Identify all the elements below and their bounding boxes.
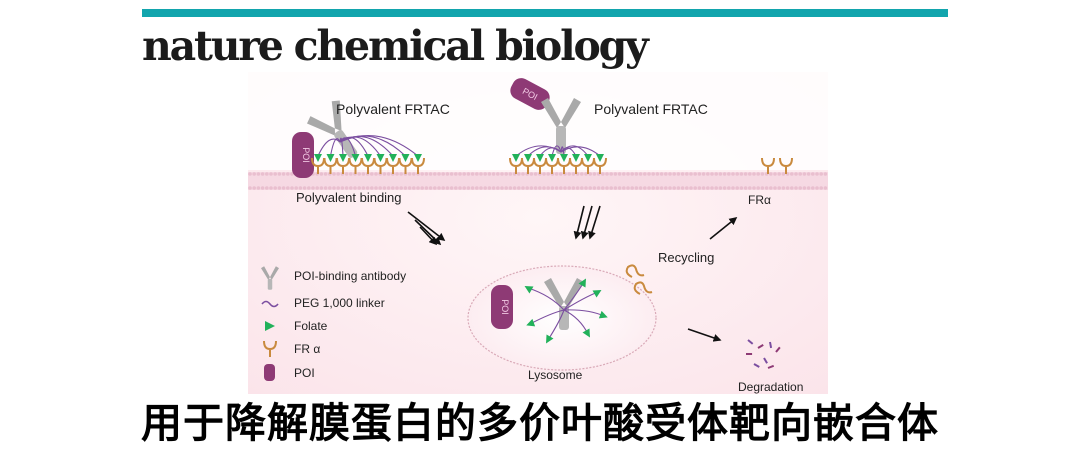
linkers-left <box>317 135 419 157</box>
svg-text:Folate: Folate <box>294 319 328 333</box>
caption-chinese: 用于降解膜蛋白的多价叶酸受体靶向嵌合体 <box>141 399 939 447</box>
poi-lysosome: POI <box>491 285 513 329</box>
frtac-left: POI Polyvalent FRTAC <box>292 100 450 178</box>
label-degradation: Degradation <box>738 380 803 394</box>
legend: POI-binding antibody PEG 1,000 linker Fo… <box>261 266 406 381</box>
legend-item-linker: PEG 1,000 linker <box>261 296 385 310</box>
svg-text:POI-binding antibody: POI-binding antibody <box>294 269 406 283</box>
frtac-diagram: POI Polyvalent FRTAC POI Polyvalent FRTA… <box>248 72 828 394</box>
legend-item-receptor: FR α <box>263 340 320 357</box>
recycling-arrow <box>709 216 738 240</box>
svg-text:POI: POI <box>500 299 510 315</box>
folate-icon <box>265 321 275 331</box>
label-frtac-left: Polyvalent FRTAC <box>336 101 450 117</box>
label-frtac-right: Polyvalent FRTAC <box>594 101 708 117</box>
degradation-fragments <box>745 339 781 369</box>
internalization-arrows-right <box>573 205 601 240</box>
lysosome: POI <box>467 265 657 371</box>
linker-icon <box>261 300 279 308</box>
free-receptors <box>761 157 793 174</box>
exiting-receptors <box>625 264 653 295</box>
label-recycling: Recycling <box>658 250 714 265</box>
antibody-left <box>306 100 358 158</box>
label-lysosome: Lysosome <box>528 368 583 382</box>
accent-bar <box>142 9 948 17</box>
antibody-lysosome <box>544 278 584 330</box>
legend-item-poi: POI <box>264 364 315 381</box>
svg-text:POI: POI <box>294 366 315 380</box>
poi-left: POI <box>292 132 314 178</box>
cell-membrane <box>248 172 828 190</box>
legend-item-folate: Folate <box>265 319 328 333</box>
receptor-icon <box>263 340 277 357</box>
lysosome-folates <box>524 278 608 344</box>
legend-item-antibody: POI-binding antibody <box>261 266 406 290</box>
poi-icon <box>264 364 275 381</box>
linkers-right <box>515 145 601 157</box>
frtac-right: POI Polyvalent FRTAC <box>509 78 708 174</box>
internalization-arrows-left <box>407 211 446 246</box>
svg-text:PEG 1,000 linker: PEG 1,000 linker <box>294 296 385 310</box>
receptors-left <box>311 154 425 174</box>
degradation-arrow <box>687 328 722 342</box>
label-fr-alpha: FRα <box>748 193 771 207</box>
antibody-icon <box>261 266 279 290</box>
journal-title: nature chemical biology <box>142 22 649 70</box>
svg-text:POI: POI <box>301 147 311 163</box>
label-polyvalent-binding: Polyvalent binding <box>296 190 402 205</box>
receptors-right <box>509 154 607 174</box>
svg-text:FR α: FR α <box>294 342 320 356</box>
poi-right: POI <box>510 78 550 110</box>
